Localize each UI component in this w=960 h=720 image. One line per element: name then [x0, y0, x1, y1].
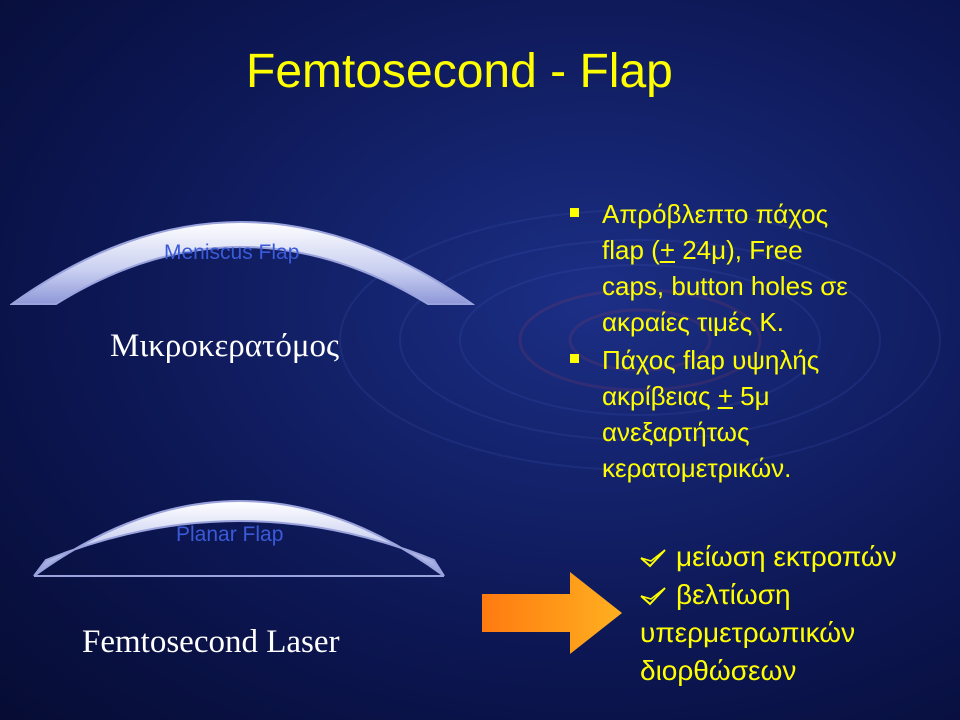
arrowhead-check-icon [640, 587, 666, 606]
result-item-1: μείωση εκτροπών [640, 538, 950, 576]
planar-flap-lens [33, 500, 445, 577]
square-bullet-icon [570, 208, 579, 217]
bullet-item-1: Απρόβλεπτο πάχος flap (+ 24μ), Free caps… [570, 196, 950, 340]
planar-flap-label: Planar Flap [176, 523, 284, 546]
square-bullet-icon [570, 354, 579, 363]
result-item-2-line-3: διορθώσεων [640, 655, 797, 686]
meniscus-flap-lens [10, 221, 476, 305]
slide-title: Femtosecond - Flap [246, 45, 673, 98]
bullet-list: Απρόβλεπτο πάχος flap (+ 24μ), Free caps… [570, 196, 950, 486]
microkeratome-caption: Μικροκερατόμος [110, 328, 340, 364]
arrow-right-icon [482, 572, 622, 654]
arrowhead-check-icon [640, 549, 666, 568]
results-list: μείωση εκτροπών βελτίωση υπερμετρωπικών … [640, 538, 950, 690]
result-item-2: βελτίωση [640, 576, 950, 614]
result-item-2-line-2: υπερμετρωπικών [640, 617, 856, 648]
bullet-item-2: Πάχος flap υψηλής ακρίβειας + 5μ ανεξαρτ… [570, 342, 950, 486]
femtosecond-laser-caption: Femtosecond Laser [82, 624, 340, 660]
meniscus-flap-label: Meniscus Flap [164, 241, 300, 264]
